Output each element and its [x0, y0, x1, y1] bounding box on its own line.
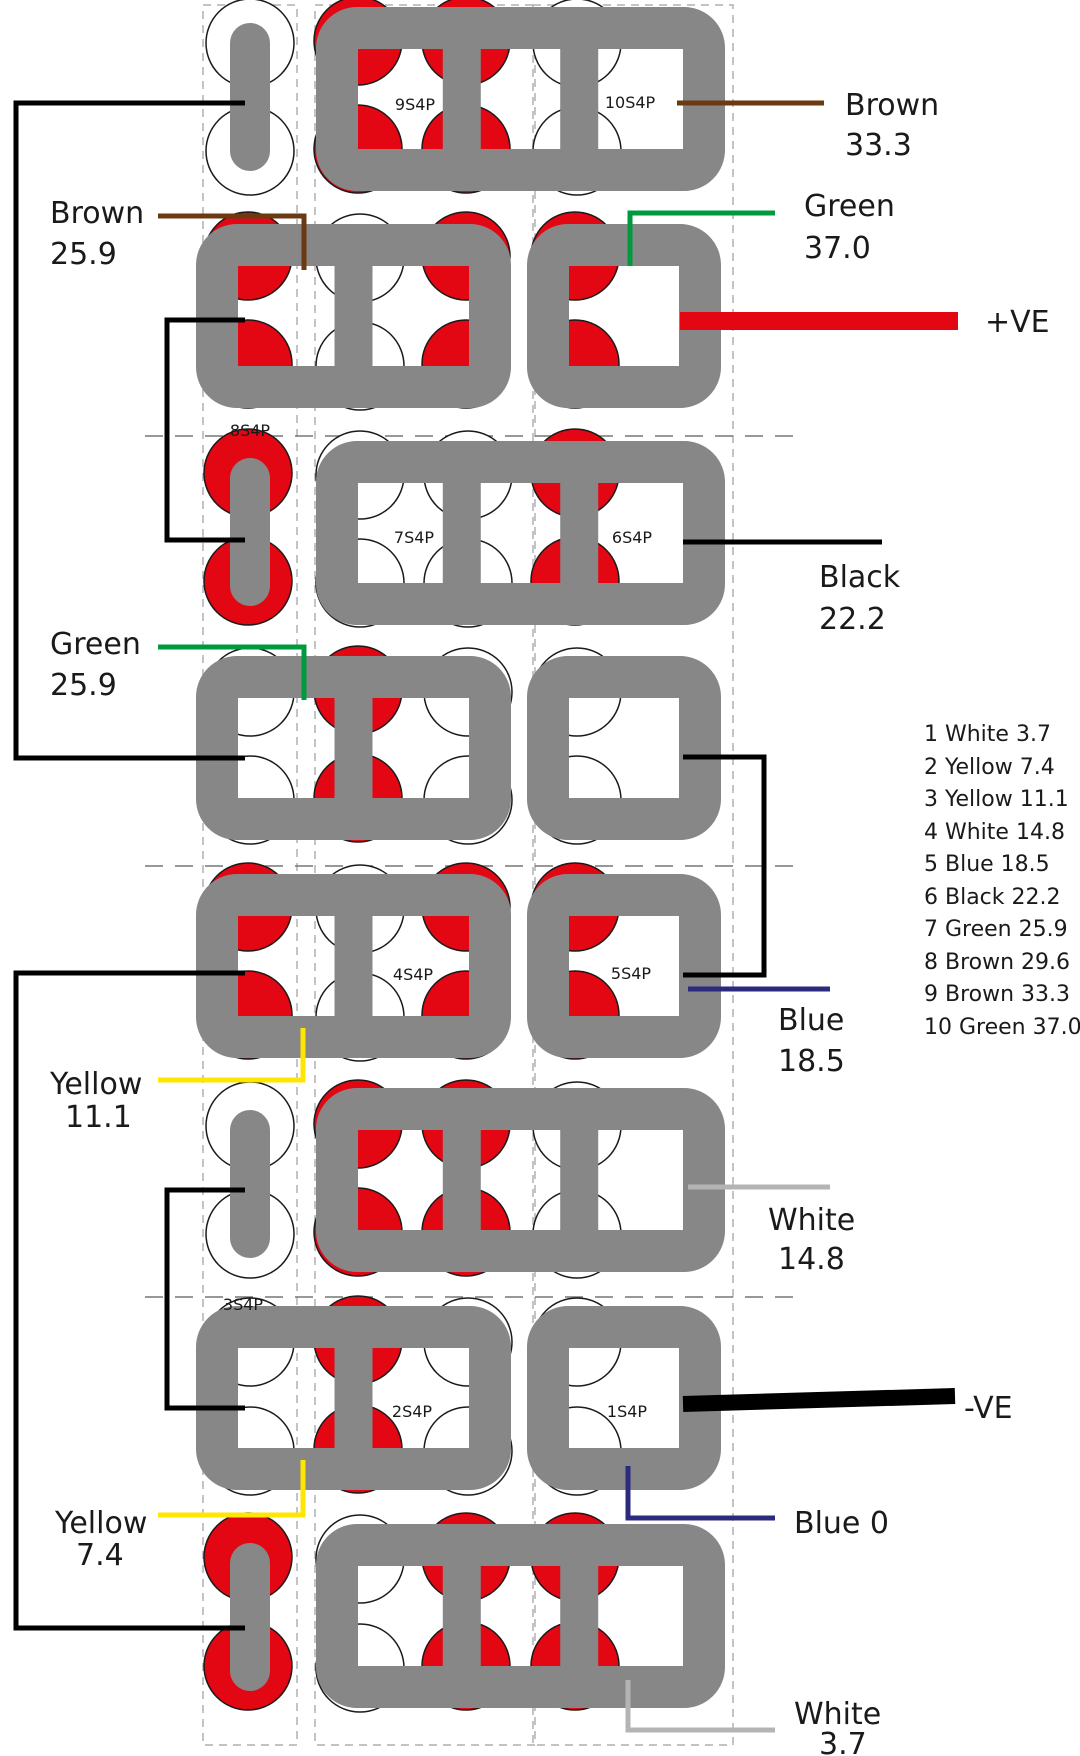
module-label-7s4p: 7S4P: [394, 528, 435, 547]
module-labels: 9S4P 10S4P 8S4P 7S4P 6S4P 4S4P 5S4P 3S4P…: [223, 93, 656, 1421]
wire-labels: Brown 33.3 Green 37.0 +VE Brown 25.9 Bla…: [49, 88, 1050, 1756]
legend-item-10: 10 Green 37.0: [924, 1015, 1080, 1040]
green-wire-25v: [158, 644, 307, 700]
label-brown-left-voltage: 25.9: [50, 237, 117, 272]
black-wire-left-bottom: [13, 970, 245, 1631]
label-yellow-lower-color: Yellow: [54, 1506, 147, 1541]
label-white-right-color: White: [768, 1203, 855, 1238]
bus-bars: [196, 7, 725, 1708]
yellow-wire-11v: [158, 1028, 306, 1083]
label-yellow-upper-voltage: 11.1: [65, 1100, 132, 1135]
legend-item-1: 1 White 3.7: [924, 722, 1051, 747]
label-brown-top-color: Brown: [845, 88, 939, 123]
bus-bar-8: [527, 874, 721, 1058]
bus-bar-4: [316, 441, 725, 625]
legend-item-4: 4 White 14.8: [924, 820, 1065, 845]
label-yellow-upper-color: Yellow: [49, 1067, 142, 1102]
yellow-wire-7v: [158, 1460, 306, 1518]
module-label-8s4p: 8S4P: [230, 421, 271, 440]
label-green-left-color: Green: [50, 627, 141, 662]
module-label-10s4p: 10S4P: [605, 93, 656, 112]
module-label-3s4p: 3S4P: [223, 1295, 264, 1314]
column-guide-3: [532, 4, 734, 1746]
black-wire-left-top: [13, 100, 245, 761]
module-label-9s4p: 9S4P: [395, 95, 436, 114]
label-positive: +VE: [985, 305, 1050, 340]
label-green-left-voltage: 25.9: [50, 668, 117, 703]
legend-item-7: 7 Green 25.9: [924, 917, 1068, 942]
bus-bar-9: [316, 1088, 725, 1272]
black-wire-left-lower: [164, 1187, 245, 1411]
legend-item-5: 5 Blue 18.5: [924, 852, 1050, 877]
negative-lead: [682, 1388, 956, 1412]
label-yellow-lower-voltage: 7.4: [76, 1538, 124, 1573]
legend-item-8: 8 Brown 29.6: [924, 950, 1070, 975]
label-black-right-color: Black: [819, 560, 901, 595]
green-wire-37v: [627, 210, 775, 266]
voltage-legend: 1 White 3.7 2 Yellow 7.4 3 Yellow 11.1 4…: [924, 722, 1080, 1040]
black-wire-right-mid: [683, 754, 767, 978]
label-white-bottom-color: White: [794, 1697, 881, 1732]
legend-item-3: 3 Yellow 11.1: [924, 787, 1069, 812]
balance-wires: [13, 100, 958, 1733]
label-white-bottom-voltage: 3.7: [819, 1727, 867, 1756]
legend-item-6: 6 Black 22.2: [924, 885, 1061, 910]
module-label-5s4p: 5S4P: [611, 964, 652, 983]
label-green-top-color: Green: [804, 189, 895, 224]
label-white-right-voltage: 14.8: [778, 1242, 845, 1277]
label-blue-bottom: Blue 0: [794, 1506, 889, 1541]
label-blue-right-voltage: 18.5: [778, 1044, 845, 1079]
module-label-4s4p: 4S4P: [393, 965, 434, 984]
module-label-2s4p: 2S4P: [392, 1402, 433, 1421]
label-blue-right-color: Blue: [778, 1003, 844, 1038]
blue-wire-0v: [625, 1466, 775, 1521]
bus-bar-6: [527, 656, 721, 840]
brown-wire-25v: [158, 213, 307, 270]
label-negative: -VE: [964, 1391, 1013, 1426]
bus-bar-1: [316, 7, 725, 191]
white-wire-3v: [625, 1680, 775, 1733]
black-wire-left-upper: [164, 317, 245, 543]
bus-bar-12: [316, 1524, 725, 1708]
label-brown-top-voltage: 33.3: [845, 128, 912, 163]
label-green-top-voltage: 37.0: [804, 231, 871, 266]
module-label-6s4p: 6S4P: [612, 528, 653, 547]
legend-item-9: 9 Brown 33.3: [924, 982, 1070, 1007]
legend-item-2: 2 Yellow 7.4: [924, 755, 1055, 780]
label-brown-left-color: Brown: [50, 196, 144, 231]
module-label-1s4p: 1S4P: [607, 1402, 648, 1421]
label-black-right-voltage: 22.2: [819, 602, 886, 637]
